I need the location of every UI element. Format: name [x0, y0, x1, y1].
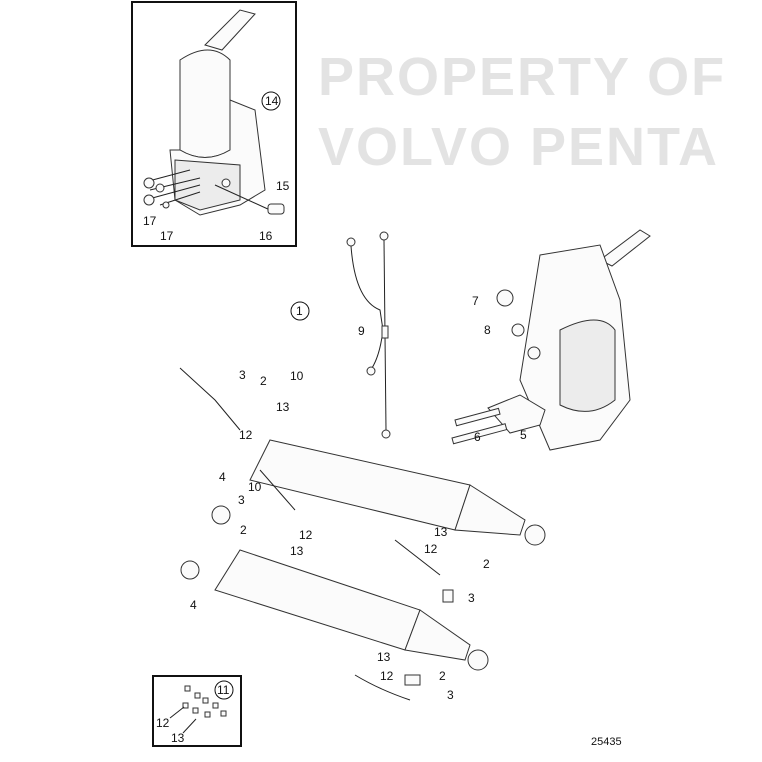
callout-14: 14	[265, 94, 279, 108]
label-12: 12	[239, 428, 253, 442]
label-13: 13	[434, 525, 448, 539]
label-3: 3	[468, 591, 475, 605]
label-2: 2	[439, 669, 446, 683]
label-16: 16	[259, 229, 273, 243]
label-15: 15	[276, 179, 290, 193]
motor-housing	[451, 229, 651, 451]
label-2: 2	[260, 374, 267, 388]
label-8: 8	[484, 323, 491, 337]
label-4: 4	[190, 598, 197, 612]
label-10: 10	[290, 369, 304, 383]
label-13: 13	[171, 731, 185, 745]
watermark: PROPERTY OF	[318, 47, 726, 107]
kit-inset	[152, 675, 242, 747]
label-3: 3	[239, 368, 246, 382]
label-10: 10	[248, 480, 262, 494]
watermark: VOLVO PENTA	[318, 117, 719, 177]
callout-11: 11	[217, 683, 230, 697]
drawing-number: 25435	[591, 736, 622, 748]
part-labels: 7 8 9 3 2 10 13 12 6 5 4 10 3 2 12 13 13…	[190, 294, 527, 702]
label-12: 12	[299, 528, 313, 542]
label-3: 3	[238, 493, 245, 507]
label-13: 13	[377, 650, 391, 664]
pump-inset	[131, 1, 297, 247]
cable	[346, 231, 391, 439]
label-2: 2	[483, 557, 490, 571]
label-3: 3	[447, 688, 454, 702]
hydraulic-cylinders	[179, 367, 546, 701]
label-13: 13	[276, 400, 290, 414]
label-6: 6	[474, 430, 481, 444]
label-4: 4	[219, 470, 226, 484]
label-5: 5	[520, 428, 527, 442]
main-callout-circle	[290, 301, 310, 321]
label-13: 13	[290, 544, 304, 558]
label-12: 12	[156, 716, 170, 730]
label-12: 12	[380, 669, 394, 683]
label-12: 12	[424, 542, 438, 556]
callout-1: 1	[296, 304, 303, 318]
label-7: 7	[472, 294, 479, 308]
label-17: 17	[160, 229, 174, 243]
label-9: 9	[358, 324, 365, 338]
label-17: 17	[143, 214, 157, 228]
label-2: 2	[240, 523, 247, 537]
